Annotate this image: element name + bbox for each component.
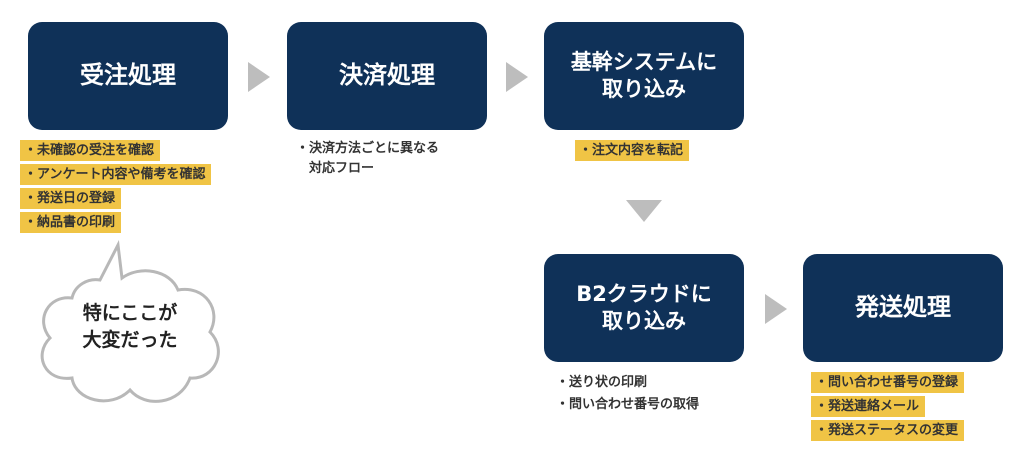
step-title: 発送処理 xyxy=(855,293,951,322)
arrow-right-icon xyxy=(765,294,787,324)
note-item: ・注文内容を転記 xyxy=(575,140,690,161)
step-core-system: 基幹システムに取り込み xyxy=(544,22,744,130)
notes-core-system: ・注文内容を転記 xyxy=(575,140,690,164)
notes-payment: ・決済方法ごとに異なる 対応フロー xyxy=(296,139,439,179)
step-title-line: 取り込み xyxy=(602,309,686,333)
note-item: ・送り状の印刷 xyxy=(556,375,648,390)
step-payment: 決済処理 xyxy=(287,22,487,130)
arrow-down-icon xyxy=(626,200,662,222)
notes-order: ・未確認の受注を確認 ・アンケート内容や備考を確認 ・発送日の登録 ・納品書の印… xyxy=(20,140,212,236)
notes-b2: ・送り状の印刷 ・問い合わせ番号の取得 xyxy=(556,372,699,416)
note-item: ・アンケート内容や備考を確認 xyxy=(20,164,212,185)
step-b2-cloud: B2クラウドに取り込み xyxy=(544,254,744,362)
note-item: ・納品書の印刷 xyxy=(20,212,122,233)
notes-shipping: ・問い合わせ番号の登録 ・発送連絡メール ・発送ステータスの変更 xyxy=(811,372,965,444)
note-item: ・発送日の登録 xyxy=(20,188,122,209)
callout-line: 特にここが xyxy=(82,302,178,324)
step-title-line: 取り込み xyxy=(602,77,686,101)
arrow-right-icon xyxy=(248,62,270,92)
step-title-line: 基幹システムに xyxy=(570,49,718,74)
step-title: 決済処理 xyxy=(339,61,435,90)
callout-text: 特にここが 大変だった xyxy=(40,300,220,354)
note-item: ・発送連絡メール xyxy=(811,396,926,417)
note-item: ・問い合わせ番号の登録 xyxy=(811,372,965,393)
cloud-callout-icon xyxy=(40,240,220,403)
note-item: ・未確認の受注を確認 xyxy=(20,140,161,161)
step-title-line: B2クラウドに xyxy=(576,281,712,306)
note-item: 対応フロー xyxy=(296,161,375,176)
callout-line: 大変だった xyxy=(82,329,178,351)
step-shipping: 発送処理 xyxy=(803,254,1003,362)
step-title: 受注処理 xyxy=(80,61,176,90)
arrow-right-icon xyxy=(506,62,528,92)
step-order-processing: 受注処理 xyxy=(28,22,228,130)
note-item: ・問い合わせ番号の取得 xyxy=(556,397,700,412)
note-item: ・発送ステータスの変更 xyxy=(811,420,965,441)
note-item: ・決済方法ごとに異なる xyxy=(296,141,440,156)
